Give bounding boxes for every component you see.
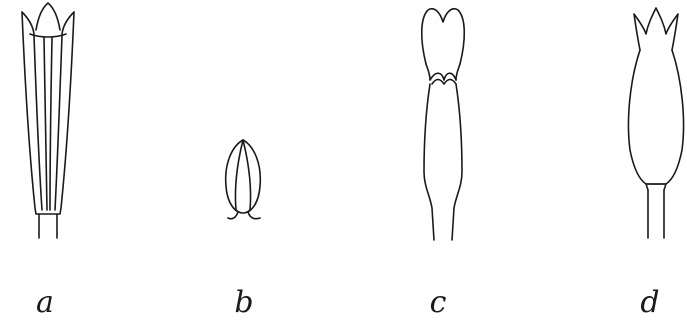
figure-c-drawing — [422, 9, 465, 240]
figure-b-cleft — [236, 210, 250, 213]
figure-b-inner — [235, 140, 250, 210]
figure-a-lobe-right — [62, 12, 74, 34]
figure-b-label: b — [224, 288, 264, 318]
figure-a-rib-2 — [44, 38, 47, 210]
figure-c-filaments — [430, 73, 456, 84]
figure-a-lobe-left — [22, 12, 34, 34]
figure-d-label: d — [630, 288, 670, 318]
figure-c-body — [424, 84, 462, 240]
figure-d-body — [628, 50, 683, 184]
figure-a-rib-3 — [50, 38, 52, 210]
figure-a-rib-1 — [34, 36, 42, 210]
figure-c-label: c — [418, 288, 458, 318]
figure-a-rib-4 — [55, 36, 62, 210]
figure-a-label: a — [25, 288, 65, 318]
figure-a-drawing — [22, 3, 74, 238]
figure-c-top — [422, 9, 465, 64]
figure-a-outline — [22, 12, 74, 214]
figure-d-drawing — [628, 8, 683, 238]
figure-a-lobe-center — [36, 3, 60, 30]
figure-b-drawing — [226, 140, 261, 219]
figure-d-base — [646, 184, 666, 238]
figure-a-throat — [30, 34, 66, 37]
figure-d-lobes — [634, 8, 678, 50]
figure-a-stalk — [39, 214, 57, 238]
